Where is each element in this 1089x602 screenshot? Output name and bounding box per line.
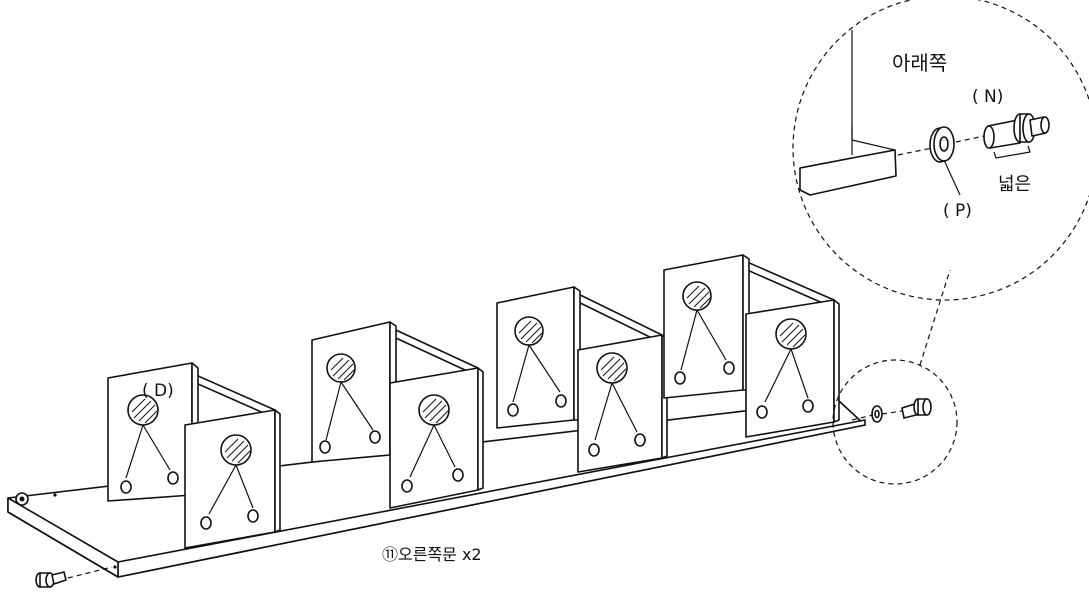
- part-d-label: ( D): [142, 381, 174, 401]
- hinge-block-2: [311, 321, 484, 509]
- detail-callout-small: [832, 359, 958, 485]
- hatched-disc-icon: [775, 318, 807, 350]
- washer-icon: [871, 405, 883, 423]
- part-n-label: ( N): [972, 87, 1003, 107]
- hinge-block-3: [496, 286, 668, 473]
- hinge-block-1: [107, 362, 281, 549]
- bottom-side-label: 아래쪽: [892, 51, 947, 75]
- hatched-disc-icon: [596, 352, 628, 384]
- hinge-block-4: [663, 254, 840, 438]
- hatched-disc-icon: [514, 316, 544, 346]
- hatched-disc-icon: [326, 353, 356, 383]
- knob-screw-icon: [901, 398, 932, 419]
- knob-screw-icon: [983, 113, 1050, 149]
- washer-icon: [929, 126, 955, 163]
- knob-screw-icon: [35, 566, 113, 588]
- detail-callout-large: [792, 0, 1089, 301]
- hatched-disc-icon: [220, 434, 252, 466]
- hatched-disc-icon: [418, 394, 450, 426]
- part-p-label: ( P): [943, 201, 972, 221]
- detail-view: [792, 0, 1089, 301]
- wide-side-label: 넓은: [998, 174, 1031, 195]
- panel-name-label: ⑪오른쪽문 x2: [382, 545, 482, 564]
- hatched-disc-icon: [682, 281, 712, 311]
